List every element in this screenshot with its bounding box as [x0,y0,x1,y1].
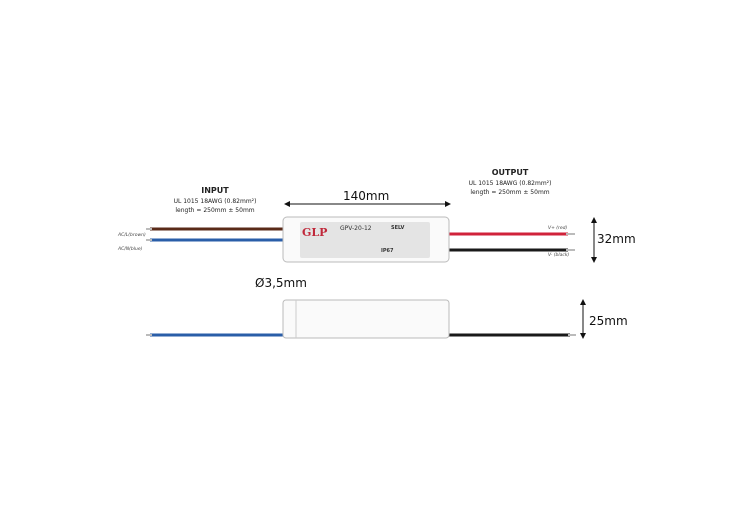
brand-logo: GLP [302,226,328,239]
cable-diameter: Ø3,5mm [255,276,307,290]
selv-mark: SELV [391,225,405,231]
output-length: length = 250mm ± 50mm [470,189,550,196]
wire-label-brown: AC/L(brown) [118,233,146,238]
wire-label-blue: AC/N(blue) [118,247,143,252]
length-dimension: 140mm [343,189,390,203]
device-model: GPV-20-12 [340,225,372,232]
output-spec: UL 1015 18AWG (0.82mm²) [468,180,552,187]
height-dimension: 25mm [589,314,628,328]
wire-label-red: V+ (red) [548,226,568,231]
wire-label-black: V- (black) [548,253,570,258]
output-title: OUTPUT [491,168,529,177]
input-spec: UL 1015 18AWG (0.82mm²) [173,198,257,205]
input-length: length = 250mm ± 50mm [175,207,255,214]
device-label [300,222,430,258]
device-side-view [282,299,450,339]
input-title: INPUT [201,186,229,195]
ip-rating: IP67 [381,248,394,254]
width-dimension: 32mm [597,232,636,246]
